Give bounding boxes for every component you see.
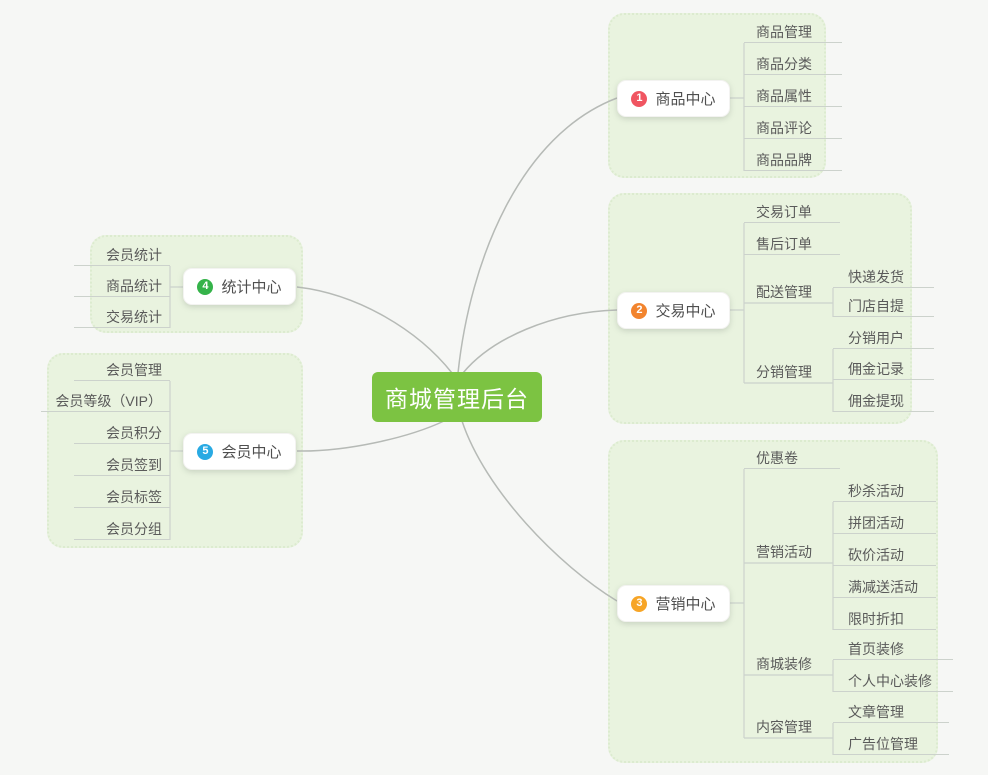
mindmap-leaf[interactable]: 广告位管理 [833, 734, 949, 755]
branch-node-marketing-center[interactable]: 3 营销中心 [617, 585, 730, 622]
mindmap-leaf[interactable]: 营销活动 [756, 544, 812, 560]
branch-node-label: 营销中心 [655, 596, 716, 613]
mindmap-leaf[interactable]: 商品属性 [744, 86, 842, 107]
branch-node-stats-center[interactable]: 4 统计中心 [183, 268, 296, 305]
mindmap-leaf[interactable]: 会员等级（VIP） [41, 391, 170, 412]
mindmap-leaf[interactable]: 个人中心装修 [833, 671, 953, 692]
mindmap-leaf[interactable]: 会员分组 [74, 519, 170, 540]
branch-node-trade-center[interactable]: 2 交易中心 [617, 292, 730, 329]
branch-number-badge: 5 [197, 443, 214, 460]
root-node[interactable]: 商城管理后台 [372, 372, 542, 422]
mindmap-leaf[interactable]: 文章管理 [833, 702, 949, 723]
branch-node-product-center[interactable]: 1 商品中心 [617, 80, 730, 117]
mindmap-leaf[interactable]: 商品评论 [744, 118, 842, 139]
mindmap-leaf[interactable]: 满减送活动 [833, 577, 936, 598]
mindmap-leaf[interactable]: 佣金记录 [833, 359, 934, 380]
branch-node-member-center[interactable]: 5 会员中心 [183, 433, 296, 470]
branch-number-badge: 2 [631, 302, 648, 319]
mindmap-leaf[interactable]: 门店自提 [833, 296, 934, 317]
branch-node-label: 会员中心 [221, 444, 282, 461]
branch-node-label: 商品中心 [655, 91, 716, 108]
mindmap-leaf[interactable]: 会员统计 [74, 245, 170, 266]
mindmap-leaf[interactable]: 限时折扣 [833, 609, 936, 630]
mindmap-leaf[interactable]: 商品统计 [74, 276, 170, 297]
mindmap-leaf[interactable]: 分销用户 [833, 328, 934, 349]
mindmap-leaf[interactable]: 交易统计 [74, 307, 170, 328]
mindmap-leaf[interactable]: 快递发货 [833, 267, 934, 288]
mindmap-leaf[interactable]: 分销管理 [756, 364, 812, 380]
mindmap-leaf[interactable]: 秒杀活动 [833, 481, 936, 502]
mindmap-leaf[interactable]: 首页装修 [833, 639, 953, 660]
mindmap-leaf[interactable]: 会员管理 [74, 360, 170, 381]
mindmap-leaf[interactable]: 售后订单 [744, 234, 840, 255]
branch-node-label: 统计中心 [221, 279, 282, 296]
mindmap-leaf[interactable]: 会员签到 [74, 455, 170, 476]
mindmap-leaf[interactable]: 会员标签 [74, 487, 170, 508]
branch-number-badge: 4 [197, 278, 214, 295]
mindmap-leaf[interactable]: 配送管理 [756, 284, 812, 300]
mindmap-leaf[interactable]: 优惠卷 [744, 448, 840, 469]
mindmap-leaf[interactable]: 交易订单 [744, 202, 840, 223]
mindmap-leaf[interactable]: 会员积分 [74, 423, 170, 444]
mindmap-leaf[interactable]: 砍价活动 [833, 545, 936, 566]
branch-number-badge: 3 [631, 595, 648, 612]
mindmap-leaf[interactable]: 商品分类 [744, 54, 842, 75]
mindmap-leaf[interactable]: 商品管理 [744, 22, 842, 43]
mindmap-leaf[interactable]: 内容管理 [756, 719, 812, 735]
mindmap-leaf[interactable]: 商城装修 [756, 656, 812, 672]
mindmap-leaf[interactable]: 佣金提现 [833, 391, 934, 412]
branch-number-badge: 1 [631, 90, 648, 107]
mindmap-leaf[interactable]: 拼团活动 [833, 513, 936, 534]
mindmap-leaf[interactable]: 商品品牌 [744, 150, 842, 171]
branch-node-label: 交易中心 [655, 303, 716, 320]
